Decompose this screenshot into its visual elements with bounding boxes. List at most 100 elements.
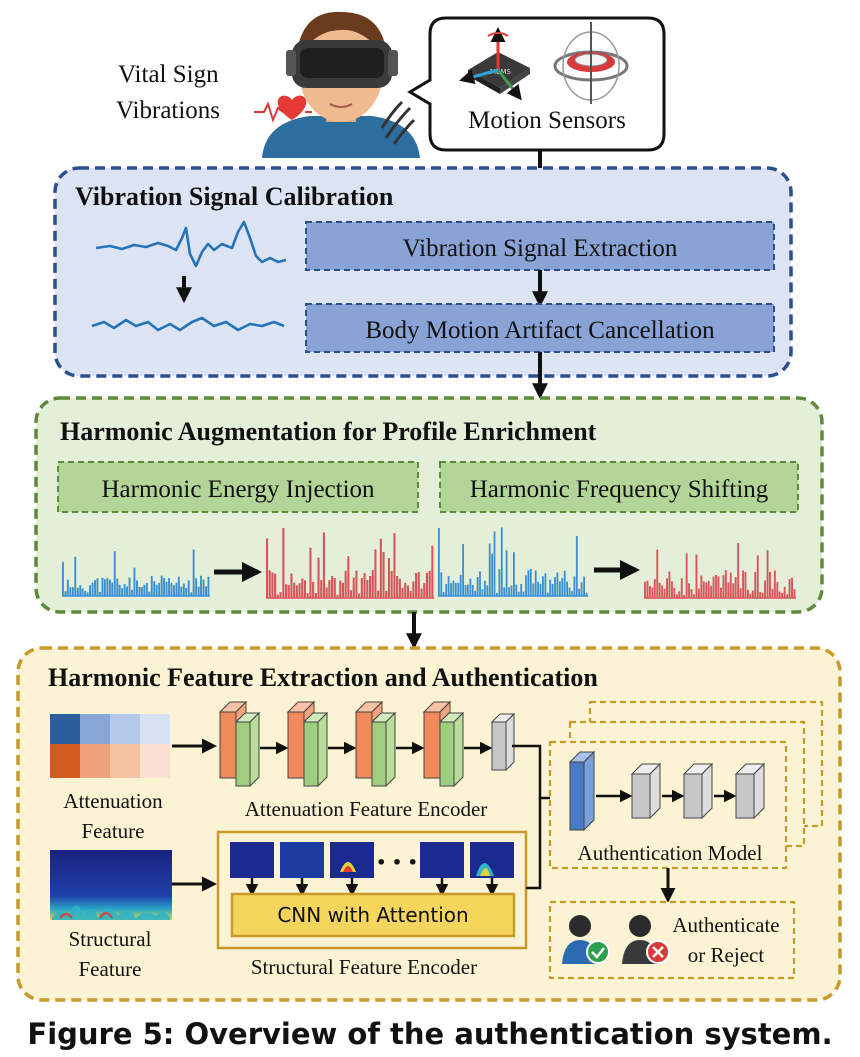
spectrum-bar [406, 585, 409, 598]
spectrum-bar [66, 579, 69, 596]
spectrum-bar [404, 582, 407, 598]
spectrum-bar [409, 591, 412, 598]
spectrum-bar [683, 595, 686, 598]
spectrum-bar [274, 573, 277, 598]
spectrum-bar [742, 570, 744, 598]
spectrum-bar [754, 572, 757, 598]
encoder-conv-green-2 [302, 711, 329, 788]
heart-icon [254, 95, 312, 123]
spectrum-bar [442, 592, 445, 596]
spectrum-bar [471, 585, 474, 596]
spectrum-bar [734, 577, 737, 598]
spectrum-bar [387, 558, 390, 598]
attenuation-encoder-label: Attenuation Feature Encoder [245, 797, 488, 821]
spectrum-bar [133, 567, 136, 596]
spectrum-bar [749, 593, 752, 598]
figure-caption: Figure 5: Overview of the authentication… [27, 1017, 832, 1051]
spectrum-bar [720, 587, 722, 598]
spectrum-bar [138, 586, 141, 596]
spectrum-bar [347, 556, 350, 598]
spectrum-bar [486, 585, 489, 596]
spectrum-bar [136, 580, 138, 596]
cancellation-box [305, 303, 775, 353]
spectrum-bar [532, 583, 535, 596]
spectrum-bar [76, 587, 79, 596]
spectrum-bar [450, 583, 452, 596]
motion-sensors-label: Motion Sensors [468, 107, 626, 134]
spectrum-bar [440, 572, 443, 596]
spectrum-bar [783, 586, 786, 598]
spectrum-bar [700, 575, 703, 598]
spectrum-bar [290, 573, 293, 598]
spectrum-bar [491, 553, 493, 596]
spectrum-bar [771, 588, 774, 598]
structural-encoder-label: Structural Feature Encoder [251, 955, 477, 979]
raw-vibration-waveform [95, 220, 287, 268]
user-accept-icon [562, 915, 610, 964]
spectrum-bar [126, 586, 128, 596]
clean-vibration-waveform [91, 316, 285, 332]
spectrum-bar [559, 581, 561, 596]
harmonic-title: Harmonic Augmentation for Profile Enrich… [60, 417, 597, 446]
spectrum-bar [182, 583, 185, 596]
spectrum-bar [668, 571, 671, 598]
spectrum-bar [571, 591, 573, 596]
cancellation-label: Body Motion Artifact Cancellation [365, 317, 715, 344]
spectrum-bar [143, 584, 146, 596]
spectrum-bar [756, 555, 759, 598]
spectrum-bar [271, 572, 274, 598]
cnn-attention-box [230, 892, 516, 938]
spectrum-bar [295, 585, 298, 598]
spectrum-bar [165, 581, 168, 596]
spectrum-bar [71, 587, 74, 596]
spectrum-bar [293, 582, 296, 598]
spectrum-bar [148, 591, 151, 596]
spectrum-bar [177, 576, 180, 596]
spectrum-bar [195, 578, 198, 596]
spectrum-bar [385, 590, 388, 598]
spectrum-bar [309, 547, 312, 598]
spectrum-bar [658, 582, 661, 598]
spectrum-bar [312, 582, 315, 598]
spectrum-bar [377, 590, 380, 598]
spectrum-bar [793, 589, 796, 598]
spectrum-bar [89, 585, 91, 596]
spectrum-original-2 [438, 527, 588, 597]
spectrum-bar [398, 578, 401, 598]
spectrum-bar [423, 583, 426, 598]
thumbnail-arrows [245, 878, 499, 897]
spectrum-bar [651, 587, 654, 598]
spectrum-bar [170, 583, 173, 596]
spectrum-bar [113, 551, 116, 596]
auth-layer-3 [734, 762, 766, 820]
spectrum-bar [84, 590, 87, 596]
spectrum-bar [467, 584, 469, 596]
spectrum-bar [646, 580, 649, 598]
spectrum-bar [680, 578, 683, 598]
spectrum-bar [712, 576, 715, 598]
structural-encoder-thumbnails [230, 842, 514, 878]
spectrum-bar [390, 570, 393, 598]
spectrum-bar [202, 579, 205, 596]
spectrum-bar [155, 584, 158, 596]
spectrum-bar [285, 584, 288, 598]
spectrum-bar [74, 556, 77, 596]
spectrum-bar [86, 592, 89, 596]
spectrum-bar [317, 557, 320, 598]
spectrum-bar [298, 583, 301, 598]
spectrum-bar [371, 570, 374, 598]
spectrum-bar [462, 544, 464, 596]
structural-feature-spectrogram [50, 850, 172, 920]
spectrum-bar [759, 592, 762, 598]
spectrum-bar [556, 572, 559, 596]
spectrum-bar [673, 587, 676, 598]
spectrum-bar [580, 582, 583, 596]
spectrum-bar [761, 592, 764, 598]
spectrum-bar [99, 591, 101, 596]
spectrum-bar [145, 582, 148, 596]
spectrum-bar [479, 571, 481, 596]
spectrum-bar [508, 587, 510, 596]
harmonic-panel [34, 396, 824, 614]
spectrum-bar [118, 584, 121, 596]
shifting-label: Harmonic Frequency Shifting [470, 476, 769, 503]
